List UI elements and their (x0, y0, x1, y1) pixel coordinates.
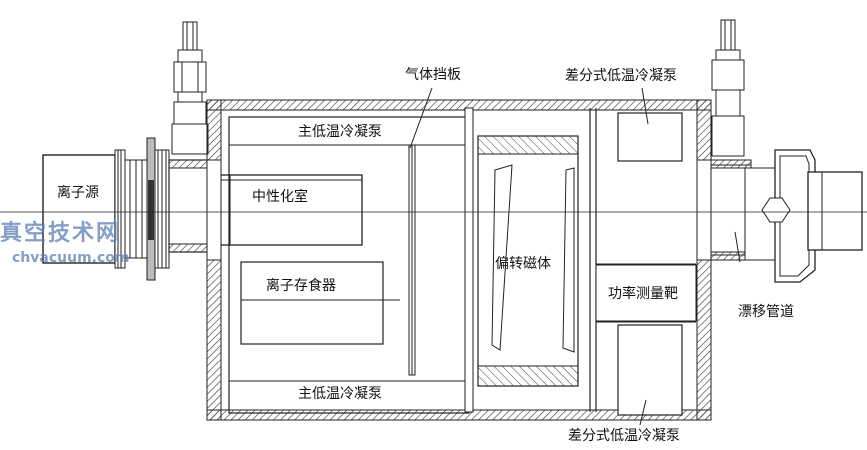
label-diff-cryopump-top: 差分式低温冷凝泵 (565, 68, 677, 84)
left-valve-stack (171, 21, 209, 155)
deflection-magnet (477, 135, 579, 387)
power-measuring-target (595, 263, 697, 323)
differential-cryopump-bottom (617, 324, 683, 426)
label-drift-tube: 漂移管道 (738, 304, 794, 320)
label-main-cryopump-bottom: 主低温冷凝泵 (298, 386, 382, 402)
label-main-cryopump-top: 主低温冷凝泵 (298, 124, 382, 140)
watermark-title: 真空技术网 (0, 220, 120, 246)
watermark-url: chvacuum.com (12, 250, 129, 266)
ion-storage-box (240, 261, 400, 345)
main-chamber (206, 99, 712, 421)
label-power-target: 功率测量靶 (608, 285, 678, 302)
right-valve-stack (711, 19, 745, 157)
drift-tube (710, 149, 863, 283)
label-diff-cryopump-bottom: 差分式低温冷凝泵 (568, 428, 680, 444)
ion-source (42, 137, 170, 281)
label-ion-source: 离子源 (57, 184, 99, 201)
neutralizer-duct (168, 159, 363, 253)
gas-baffle (408, 87, 433, 376)
label-gas-baffle: 气体挡板 (405, 67, 461, 83)
differential-cryopump-top (617, 87, 683, 162)
label-ion-storage: 离子存食器 (266, 277, 336, 294)
label-deflection-magnet: 偏转磁体 (495, 256, 551, 272)
label-neutralizer: 中性化室 (252, 188, 308, 205)
